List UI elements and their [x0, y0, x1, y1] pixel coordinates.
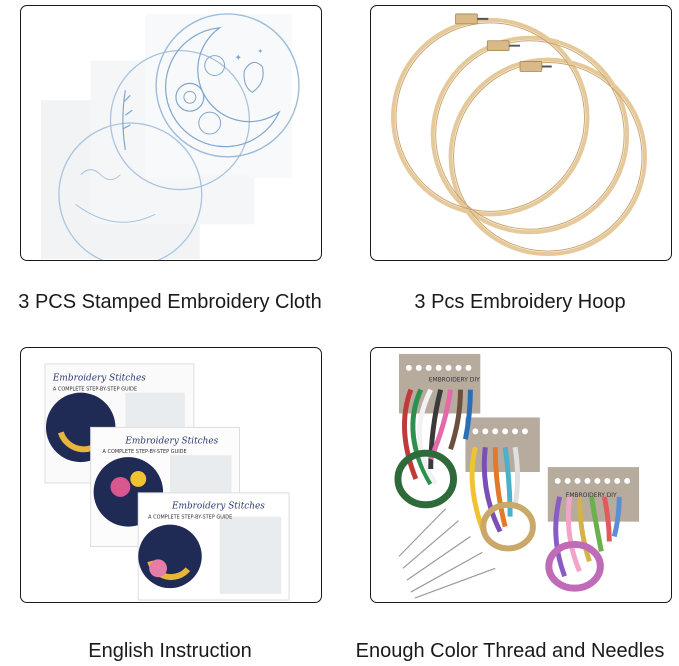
caption-hoop: 3 Pcs Embroidery Hoop — [414, 291, 626, 313]
embroidery-hoop-image — [391, 13, 648, 257]
caption-instruction: English Instruction — [88, 640, 252, 662]
caption-cloth: 3 PCS Stamped Embroidery Cloth — [18, 291, 322, 313]
instruction-panel: Embroidery Stitches A COMPLETE STEP-BY-S… — [20, 347, 322, 603]
caption-thread: Enough Color Thread and Needles — [355, 640, 665, 662]
card-label: EMBROIDERY DIY — [429, 377, 480, 384]
sheet-subtitle: A COMPLETE STEP-BY-STEP GUIDE — [103, 449, 187, 455]
embroidery-cloth-image: ✦ ✦ — [41, 13, 300, 260]
sheet-subtitle: A COMPLETE STEP-BY-STEP GUIDE — [53, 387, 137, 393]
hoop-panel — [370, 5, 672, 261]
svg-text:✦: ✦ — [235, 54, 243, 64]
sheet-title: Embroidery Stitches — [124, 436, 218, 446]
card-label: EMBROIDERY DIY — [566, 492, 617, 499]
thread-panel: EMBROIDERY DIY EMBROIDERY DIY — [370, 347, 672, 603]
thread-and-needles-image: EMBROIDERY DIY EMBROIDERY DIY — [394, 353, 640, 599]
sheet-title: Embroidery Stitches — [52, 374, 146, 384]
sheet-title: Embroidery Stitches — [171, 502, 265, 512]
instruction-sheets-image: Embroidery Stitches A COMPLETE STEP-BY-S… — [44, 363, 290, 601]
svg-text:✦: ✦ — [257, 48, 263, 56]
cloth-panel: ✦ ✦ — [20, 5, 322, 261]
sheet-subtitle: A COMPLETE STEP-BY-STEP GUIDE — [148, 515, 232, 521]
